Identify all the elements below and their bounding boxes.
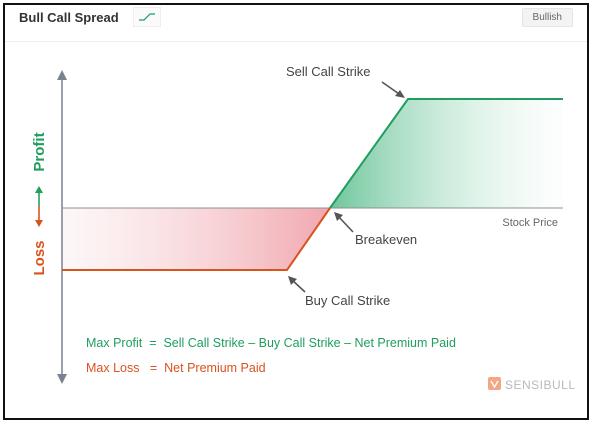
sell-call-strike-arrow-icon (381, 81, 405, 98)
trend-up-icon (133, 7, 161, 27)
profit-payoff-line (329, 98, 563, 209)
loss-area (62, 208, 330, 270)
sensibull-logo-icon (488, 377, 501, 390)
bullish-badge: Bullish (521, 8, 573, 27)
max-profit-formula: Max Profit = Sell Call Strike – Buy Call… (86, 336, 456, 350)
max-loss-formula: Max Loss = Net Premium Paid (86, 361, 266, 375)
sell-call-strike-label: Sell Call Strike (286, 64, 371, 79)
loss-payoff-line (62, 207, 331, 271)
y-axis-top-arrow-icon (57, 70, 67, 80)
profit-label: Profit (31, 132, 48, 171)
brand-name: SENSIBULL (505, 378, 576, 392)
buy-call-strike-label: Buy Call Strike (305, 293, 390, 308)
profit-loss-arrow-icon (35, 186, 43, 227)
breakeven-label: Breakeven (355, 232, 417, 247)
breakeven-arrow-icon (334, 212, 354, 233)
card-header: Bull Call Spread Bullish (5, 5, 587, 42)
profit-area (330, 99, 563, 208)
loss-label: Loss (31, 240, 48, 275)
y-axis-bottom-arrow-icon (57, 374, 67, 384)
x-axis-label: Stock Price (502, 217, 558, 229)
buy-call-strike-arrow-icon (288, 276, 306, 293)
strategy-title: Bull Call Spread (19, 10, 119, 25)
